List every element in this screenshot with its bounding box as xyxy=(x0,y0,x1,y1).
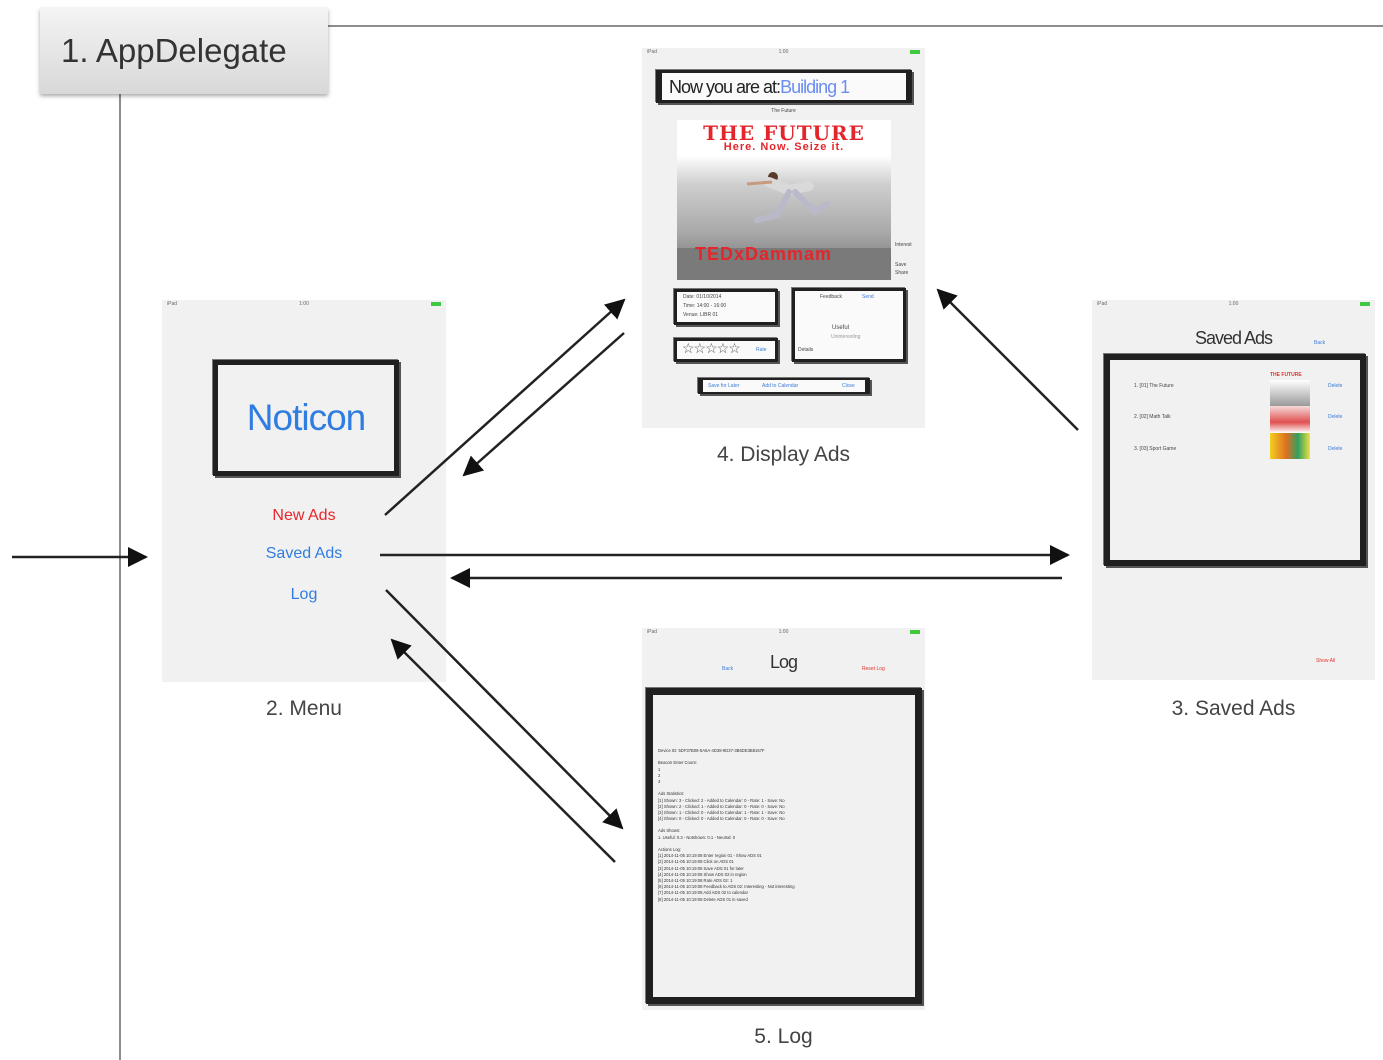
feedback-choice[interactable]: Useful xyxy=(832,325,850,331)
detail-date: Date: 01/10/2014 xyxy=(683,294,722,300)
log-line: [3] Shown: 1 - Clicked: 0 - Added to Cal… xyxy=(658,809,785,815)
saved-ad-row-2[interactable]: 2. [02] Math Talk xyxy=(1134,414,1171,420)
log-title: Log xyxy=(769,652,798,672)
display-ads-caption: 4. Display Ads xyxy=(716,443,851,466)
feedback-details: Details xyxy=(798,347,814,353)
add-to-calendar-button[interactable]: Add to Calendar xyxy=(762,383,799,389)
arrow-saved-ads-to-display-ads xyxy=(936,288,1079,431)
side-label-save: Save xyxy=(895,262,907,268)
log-line: [1] Shown: 3 - Clicked: 2 - Added to Cal… xyxy=(658,797,785,803)
log-line: 2 xyxy=(658,772,661,778)
log-line: Ads Shown: xyxy=(658,828,681,834)
arrow-display-ads-to-menu xyxy=(462,332,625,477)
menu-item-log[interactable]: Log xyxy=(290,586,318,603)
log-line: Ads Statistics: xyxy=(658,791,685,797)
frame-left-line xyxy=(119,94,121,1060)
log-line: 1 xyxy=(658,766,661,772)
log-line: Device ID: 5DF37B08-5A6A-4D38-9D37-3B6DE… xyxy=(658,748,765,753)
close-button[interactable]: Close xyxy=(842,383,855,389)
app-delegate-box: 1. AppDelegate xyxy=(40,8,328,94)
thumb-image-2 xyxy=(1270,406,1310,433)
location-banner xyxy=(656,70,912,103)
app-delegate-label: 1. AppDelegate xyxy=(61,32,287,69)
saved-ads-list-frame xyxy=(1104,354,1366,566)
log-line: [7] 2014-11-05 10:19:08 Add ADS 02 to ca… xyxy=(658,890,749,896)
log-line: [4] 2014-11-05 10:19:08 Show ADS 02 in r… xyxy=(658,871,747,877)
log-line: Beacon Enter Count: xyxy=(658,760,697,766)
frame-top-line xyxy=(326,25,1383,27)
save-for-later-button[interactable]: Save for Later xyxy=(708,383,740,389)
log-line: [6] 2014-11-05 10:19:08 Feedback to ADS … xyxy=(658,884,795,890)
log-line: 3 xyxy=(658,778,661,784)
saved-ad-delete-2[interactable]: Delete xyxy=(1328,414,1343,420)
feedback-label: Feedback xyxy=(820,294,842,300)
side-label-interest: Interest xyxy=(895,242,912,248)
menu-item-saved-ads[interactable]: Saved Ads xyxy=(265,545,343,562)
saved-ads-caption: 3. Saved Ads xyxy=(1171,697,1296,720)
log-lines: Device ID: 5DF37B08-5A6A-4D38-9D37-3B6DE… xyxy=(658,748,908,903)
feedback-box xyxy=(792,288,906,362)
saved-ad-delete-1[interactable]: Delete xyxy=(1328,383,1343,389)
side-label-share: Share xyxy=(895,270,909,276)
log-line: [5] 2014-11-05 10:19:08 Rate ADS 02: 1 xyxy=(658,877,733,883)
menu-caption: 2. Menu xyxy=(266,697,342,720)
log-back-link[interactable]: Back xyxy=(722,666,734,672)
bottom-action-bar xyxy=(698,378,870,394)
ad-poster[interactable]: THE FUTURE Here. Now. Seize it. TEDxDamm… xyxy=(677,120,891,280)
detail-venue: Venue: LIBR 01 xyxy=(683,312,719,318)
log-line: [1] 2014-11-05 10:19:08 Enter region 01 … xyxy=(658,853,762,859)
log-caption: 5. Log xyxy=(754,1025,813,1048)
location-prefix: Now you are at: xyxy=(669,77,781,97)
details-box xyxy=(674,289,778,325)
arrow-menu-to-log xyxy=(385,589,624,830)
thumb-header: THE FUTURE xyxy=(1270,372,1302,378)
location-text: Now you are at:Building 1 xyxy=(669,77,850,98)
log-line: [4] Shown: 0 - Clicked: 0 - Added to Cal… xyxy=(658,816,785,822)
feedback-sub: Uninteresting xyxy=(831,334,861,340)
detail-time: Time: 14:00 - 16:00 xyxy=(683,303,727,309)
saved-ad-row-3[interactable]: 3. [03] Sport Game xyxy=(1134,446,1177,452)
rating-link[interactable]: Rate xyxy=(756,347,767,353)
location-value: Building 1 xyxy=(780,77,850,97)
menu-item-new-ads[interactable]: New Ads xyxy=(272,507,336,524)
log-line: Actions Log: xyxy=(658,847,682,852)
saved-ads-title: Saved Ads xyxy=(1194,328,1273,348)
ad-title: The Future xyxy=(771,108,796,114)
log-text-frame xyxy=(646,688,922,1004)
logo-frame xyxy=(213,360,399,476)
rating-box xyxy=(674,338,778,362)
saved-ads-nav-link[interactable]: Back xyxy=(1314,340,1326,346)
saved-ad-delete-3[interactable]: Delete xyxy=(1328,446,1343,452)
show-all-link[interactable]: Show All xyxy=(1316,658,1336,664)
thumb-image-3 xyxy=(1270,433,1310,459)
log-line: [8] 2014-11-05 10:19:08 Delete ADS 01 in… xyxy=(658,896,748,902)
log-line: 1. Useful: 0.3 - Notshown: 0.1 - Neutral… xyxy=(658,834,736,840)
log-line: [2] 2014-11-05 10:19:08 Click on ADS 01 xyxy=(658,859,734,865)
arrow-log-to-menu xyxy=(390,638,616,863)
arrow-menu-to-display-ads xyxy=(384,298,626,516)
log-line: [2] Shown: 2 - Clicked: 1 - Added to Cal… xyxy=(658,803,785,809)
log-line: [3] 2014-11-05 10:19:08 Save ADS 01 for … xyxy=(658,865,744,871)
app-logo-text: Noticon xyxy=(246,397,366,438)
runner-figure xyxy=(677,172,891,280)
poster-tagline: Here. Now. Seize it. xyxy=(723,141,845,153)
reset-log-link[interactable]: Reset Log xyxy=(862,666,885,672)
feedback-send-link[interactable]: Send xyxy=(862,294,874,300)
rating-stars[interactable]: ☆☆☆☆☆ xyxy=(682,340,741,356)
thumb-image-1 xyxy=(1270,380,1310,406)
poster-headline: THE FUTURE xyxy=(703,121,865,145)
poster-brand: TEDxDammam xyxy=(695,244,833,264)
saved-ad-row-1[interactable]: 1. [01] The Future xyxy=(1134,383,1174,389)
